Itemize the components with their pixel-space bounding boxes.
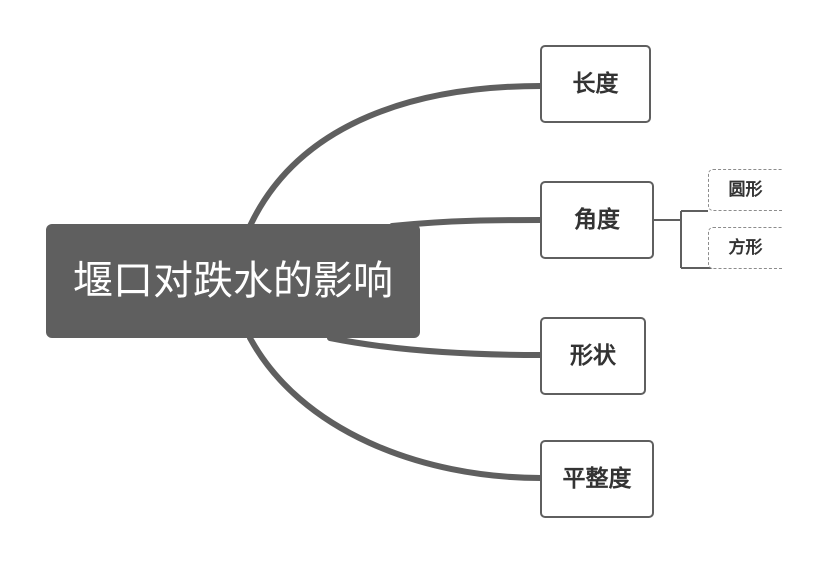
- leaf-node-circle[interactable]: 圆形: [708, 169, 782, 211]
- connector-shape: [327, 335, 544, 358]
- branch-node-flatness[interactable]: 平整度: [540, 440, 654, 518]
- branch-node-angle[interactable]: 角度: [540, 181, 654, 259]
- connector-flatness: [247, 335, 544, 481]
- central-topic[interactable]: 堰口对跌水的影响: [46, 224, 420, 338]
- branch-node-length[interactable]: 长度: [540, 45, 651, 123]
- branch-node-shape[interactable]: 形状: [540, 317, 646, 395]
- connector-length: [247, 83, 544, 229]
- leaf-node-square[interactable]: 方形: [708, 227, 782, 269]
- connector-angle-children: [653, 210, 780, 269]
